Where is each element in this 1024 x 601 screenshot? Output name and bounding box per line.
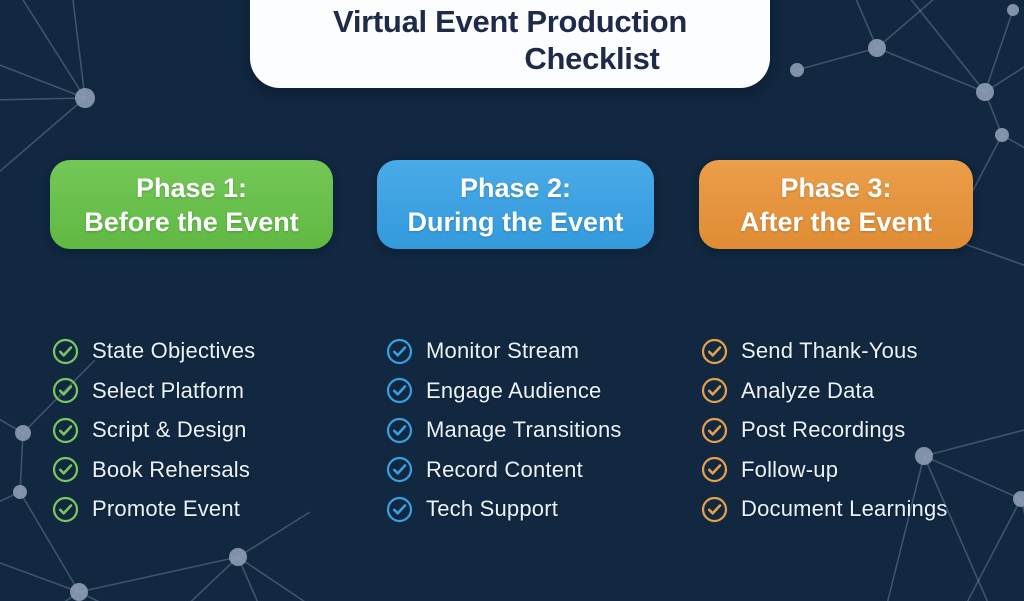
check-circle-icon <box>701 496 728 522</box>
check-circle-icon <box>386 377 413 404</box>
checklist-item-label: Post Recordings <box>741 417 906 442</box>
checklist-item-label: Select Platform <box>92 377 245 403</box>
check-circle-icon <box>701 417 728 443</box>
checklist-item-label: Document Learnings <box>741 496 948 521</box>
phase-2-badge-line2: During the Event <box>407 206 624 237</box>
page-title-line1: Virtual Event Production <box>333 4 687 39</box>
checklist-item: Engage Audience <box>386 377 622 405</box>
phase-2-badge: Phase 2: During the Event <box>377 160 654 249</box>
page-title-line2: Checklist <box>524 41 660 76</box>
checklist-item-label: State Objectives <box>92 338 256 363</box>
checklist-item-label: Send Thank-Yous <box>741 338 918 363</box>
checklist-item: Manage Transitions <box>386 416 622 444</box>
phase-1-badge-line1: Phase 1: <box>135 172 248 203</box>
checklist-item-label: Follow-up <box>741 456 839 482</box>
phase-3-checklist: Send Thank-Yous Analyze Data Post Record… <box>701 337 948 523</box>
checklist-item: Analyze Data <box>701 377 948 405</box>
checklist-item-label: Analyze Data <box>741 377 875 403</box>
check-circle-icon <box>52 496 79 522</box>
check-circle-icon <box>52 377 79 404</box>
checklist-item-label: Engage Audience <box>426 377 602 403</box>
checklist-item: Post Recordings <box>701 416 948 444</box>
checklist-item: Tech Support <box>386 495 622 523</box>
check-circle-icon <box>386 338 413 364</box>
checklist-item-label: Manage Transitions <box>426 417 622 442</box>
check-circle-icon <box>386 496 413 522</box>
check-circle-icon <box>52 456 79 483</box>
checklist-item: Monitor Stream <box>386 337 622 365</box>
checklist-item-label: Book Rehersals <box>92 456 251 482</box>
phase-1-badge-line2: Before the Event <box>84 206 299 237</box>
check-circle-icon <box>386 417 413 443</box>
checklist-item: Select Platform <box>52 377 255 405</box>
checklist-item-label: Record Content <box>426 456 583 482</box>
check-circle-icon <box>386 456 413 483</box>
checklist-item: Promote Event <box>52 495 255 523</box>
phase-2-checklist: Monitor Stream Engage Audience Manage Tr… <box>386 337 622 523</box>
check-circle-icon <box>701 456 728 483</box>
phase-3-badge-line2: After the Event <box>739 206 933 237</box>
checklist-item-label: Monitor Stream <box>426 338 580 363</box>
check-circle-icon <box>52 338 79 364</box>
checklist-item: Script & Design <box>52 416 255 444</box>
title-card: Virtual Event Production Checklist <box>250 0 770 88</box>
check-circle-icon <box>701 338 728 364</box>
checklist-item: State Objectives <box>52 337 255 365</box>
checklist-item: Follow-up <box>701 456 948 484</box>
checklist-item-label: Tech Support <box>426 496 559 521</box>
phase-2-badge-line1: Phase 2: <box>459 172 572 203</box>
check-circle-icon <box>701 377 728 404</box>
check-circle-icon <box>52 417 79 443</box>
phase-3-badge-line1: Phase 3: <box>780 172 892 203</box>
phase-3-badge: Phase 3: After the Event <box>699 160 973 249</box>
phase-1-badge: Phase 1: Before the Event <box>50 160 333 249</box>
checklist-item-label: Script & Design <box>92 417 247 442</box>
phase-1-checklist: State Objectives Select Platform Script … <box>52 337 255 523</box>
checklist-item: Send Thank-Yous <box>701 337 948 365</box>
checklist-item: Book Rehersals <box>52 456 255 484</box>
checklist-item: Document Learnings <box>701 495 948 523</box>
checklist-item-label: Promote Event <box>92 496 241 521</box>
checklist-item: Record Content <box>386 456 622 484</box>
